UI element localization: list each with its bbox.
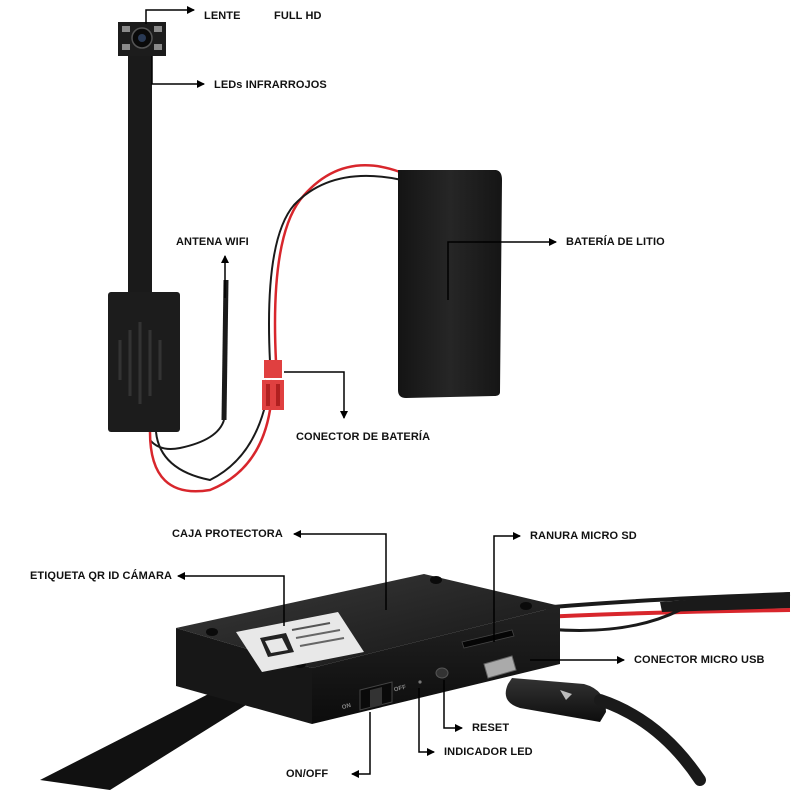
label-wifi-antenna: ANTENA WIFI bbox=[176, 236, 249, 248]
lithium-battery bbox=[398, 170, 502, 398]
qr-label bbox=[236, 612, 364, 672]
ribbon-cable bbox=[128, 56, 152, 294]
on-off-switch bbox=[359, 681, 393, 711]
case-ribbon-cable bbox=[40, 682, 270, 790]
case-cables bbox=[519, 592, 791, 632]
battery-cable bbox=[148, 164, 403, 493]
micro-usb-plug bbox=[483, 655, 706, 786]
label-battery-connector: CONECTOR DE BATERÍA bbox=[296, 431, 431, 443]
label-lithium-battery: BATERÍA DE LITIO bbox=[566, 236, 665, 248]
label-micro-usb: CONECTOR MICRO USB bbox=[634, 654, 765, 666]
battery-connector-plug bbox=[262, 360, 284, 410]
wifi-antenna bbox=[149, 279, 229, 450]
label-resolution: FULL HD bbox=[274, 10, 322, 22]
bottom-pointers bbox=[177, 530, 625, 778]
label-ir-leds: LEDs INFRARROJOS bbox=[214, 79, 327, 91]
led-dot bbox=[418, 680, 422, 684]
micro-sd-slot bbox=[461, 629, 515, 649]
label-on-off: ON/OFF bbox=[286, 768, 329, 780]
camera-lens-head bbox=[118, 22, 166, 56]
label-led-indicator: INDICADOR LED bbox=[444, 746, 533, 758]
label-reset: RESET bbox=[472, 722, 510, 734]
label-protective-case: CAJA PROTECTORA bbox=[172, 528, 283, 540]
label-lens: LENTE bbox=[204, 10, 241, 22]
reset-button bbox=[435, 667, 449, 679]
top-pointers bbox=[145, 6, 557, 419]
label-micro-sd: RANURA MICRO SD bbox=[530, 530, 637, 542]
camera-board bbox=[108, 292, 180, 432]
label-qr-id: ETIQUETA QR ID CÁMARA bbox=[30, 570, 173, 582]
